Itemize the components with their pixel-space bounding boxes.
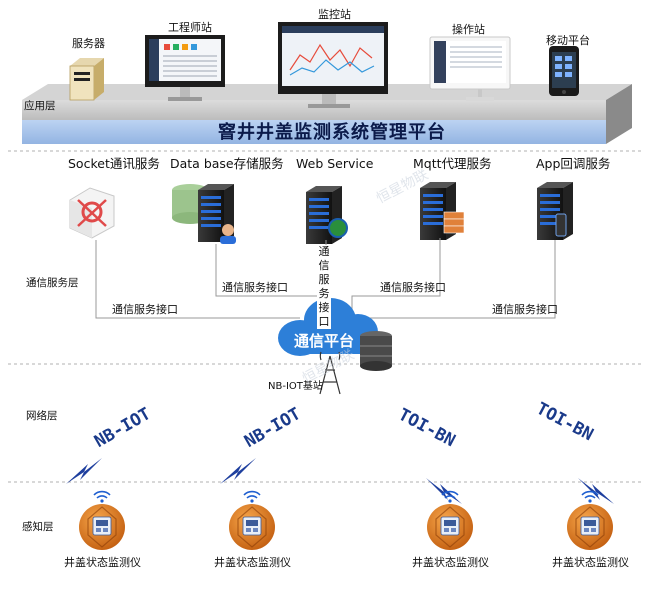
device-label: 井盖状态监测仪 (552, 556, 629, 569)
platform-title: 窨井井盖监测系统管理平台 (218, 122, 446, 143)
lightning-icon (220, 458, 256, 484)
lightning-icon (66, 458, 102, 484)
platform-blue-bar (22, 120, 606, 144)
service-web: Web Service (296, 156, 374, 171)
service-database: Data base存储服务 (170, 156, 284, 171)
firewall-icon (443, 211, 465, 234)
wifi-signal-icon (243, 490, 261, 504)
user-icon (222, 224, 234, 236)
interface-char: 务 (318, 287, 330, 300)
app-item-server: 服务器 (72, 37, 105, 50)
interface-label: 通信服务接口 (112, 303, 178, 316)
manhole-sensor-icon (566, 503, 614, 551)
layer-label-application: 应用层 (24, 100, 56, 112)
manhole-sensor-icon (426, 503, 474, 551)
device-label: 井盖状态监测仪 (214, 556, 291, 569)
app-item-monitor-station: 监控站 (318, 8, 351, 21)
signal-tower-icon (319, 351, 341, 395)
desktop-monitor-icon (429, 36, 511, 101)
interface-label-vertical: 通 信 服 务 接 口 (317, 245, 331, 329)
wifi-signal-icon (581, 490, 599, 504)
layer-label-communication: 通信服务层 (26, 277, 79, 289)
app-item-operator-station: 操作站 (452, 23, 485, 36)
service-socket: Socket通讯服务 (68, 156, 160, 171)
manhole-sensor-icon (228, 503, 276, 551)
desktop-monitor-icon (278, 22, 388, 108)
interface-label: 通信服务接口 (492, 303, 558, 316)
database-icon (360, 331, 392, 371)
globe-icon (328, 218, 348, 238)
interface-label: 通信服务接口 (222, 281, 288, 294)
service-app-callback: App回调服务 (536, 156, 611, 171)
device-label: 井盖状态监测仪 (64, 556, 141, 569)
platform-cloud-label: 通信平台 (294, 332, 355, 350)
interface-char: 服 (318, 273, 330, 286)
server-tower-icon (69, 58, 104, 101)
layer-dividers (8, 150, 642, 483)
base-station-label: NB-IOT基站 (268, 381, 323, 392)
app-item-mobile-platform: 移动平台 (546, 34, 590, 47)
platform-grey-bar (22, 100, 606, 120)
server-tower-icon (537, 182, 573, 240)
socket-service-icon (69, 187, 115, 239)
layer-label-perception: 感知层 (22, 521, 54, 533)
layer-label-network: 网络层 (26, 410, 58, 422)
desktop-monitor-icon (145, 35, 225, 101)
interface-char: 信 (318, 259, 330, 272)
lightning-icon (426, 478, 462, 504)
app-item-engineer-station: 工程师站 (168, 21, 212, 34)
wifi-signal-icon (93, 490, 111, 504)
service-mqtt: Mqtt代理服务 (413, 156, 492, 171)
platform-side-face (606, 84, 632, 144)
interface-label: 通信服务接口 (380, 281, 446, 294)
mobile-phone-icon (549, 46, 579, 96)
mobile-phone-icon (555, 213, 567, 237)
manhole-sensor-icon (78, 503, 126, 551)
interface-char: 通 (318, 245, 330, 258)
interface-char: 接 (318, 301, 330, 314)
interface-char: 口 (318, 315, 330, 328)
device-label: 井盖状态监测仪 (412, 556, 489, 569)
